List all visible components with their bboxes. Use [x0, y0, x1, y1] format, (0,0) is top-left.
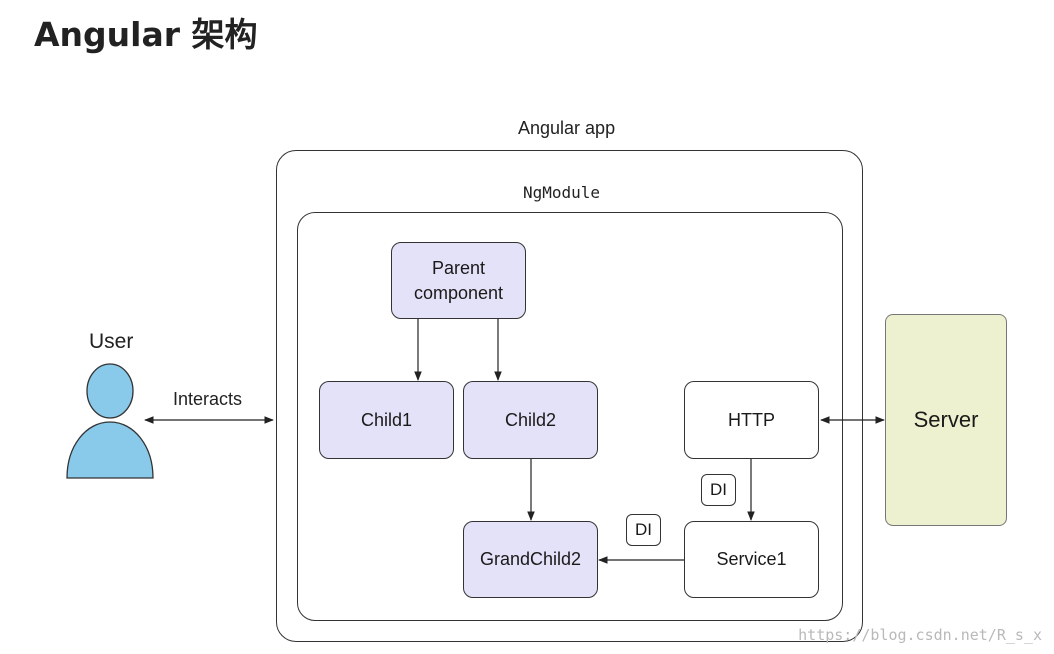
angular-app-label: Angular app — [518, 118, 616, 138]
user-icon — [66, 363, 154, 479]
ngmodule-label: NgModule — [523, 183, 601, 202]
di-badge-service: DI — [626, 514, 661, 546]
angular-app-container — [276, 150, 863, 642]
parent-component-node: Parent component — [391, 242, 526, 319]
child2-node: Child2 — [463, 381, 598, 459]
interacts-label: Interacts — [173, 389, 243, 409]
watermark-url: https://blog.csdn.net/R_s_x — [798, 626, 1042, 644]
grandchild2-node: GrandChild2 — [463, 521, 598, 598]
service1-node: Service1 — [684, 521, 819, 598]
user-label: User — [89, 330, 134, 353]
page-title: Angular 架构 — [34, 15, 258, 54]
child1-node: Child1 — [319, 381, 454, 459]
parent-component-line1: Parent — [431, 257, 486, 278]
di-badge-http: DI — [701, 474, 736, 506]
parent-component-line2: component — [413, 282, 504, 303]
server-node: Server — [885, 314, 1007, 526]
http-node: HTTP — [684, 381, 819, 459]
